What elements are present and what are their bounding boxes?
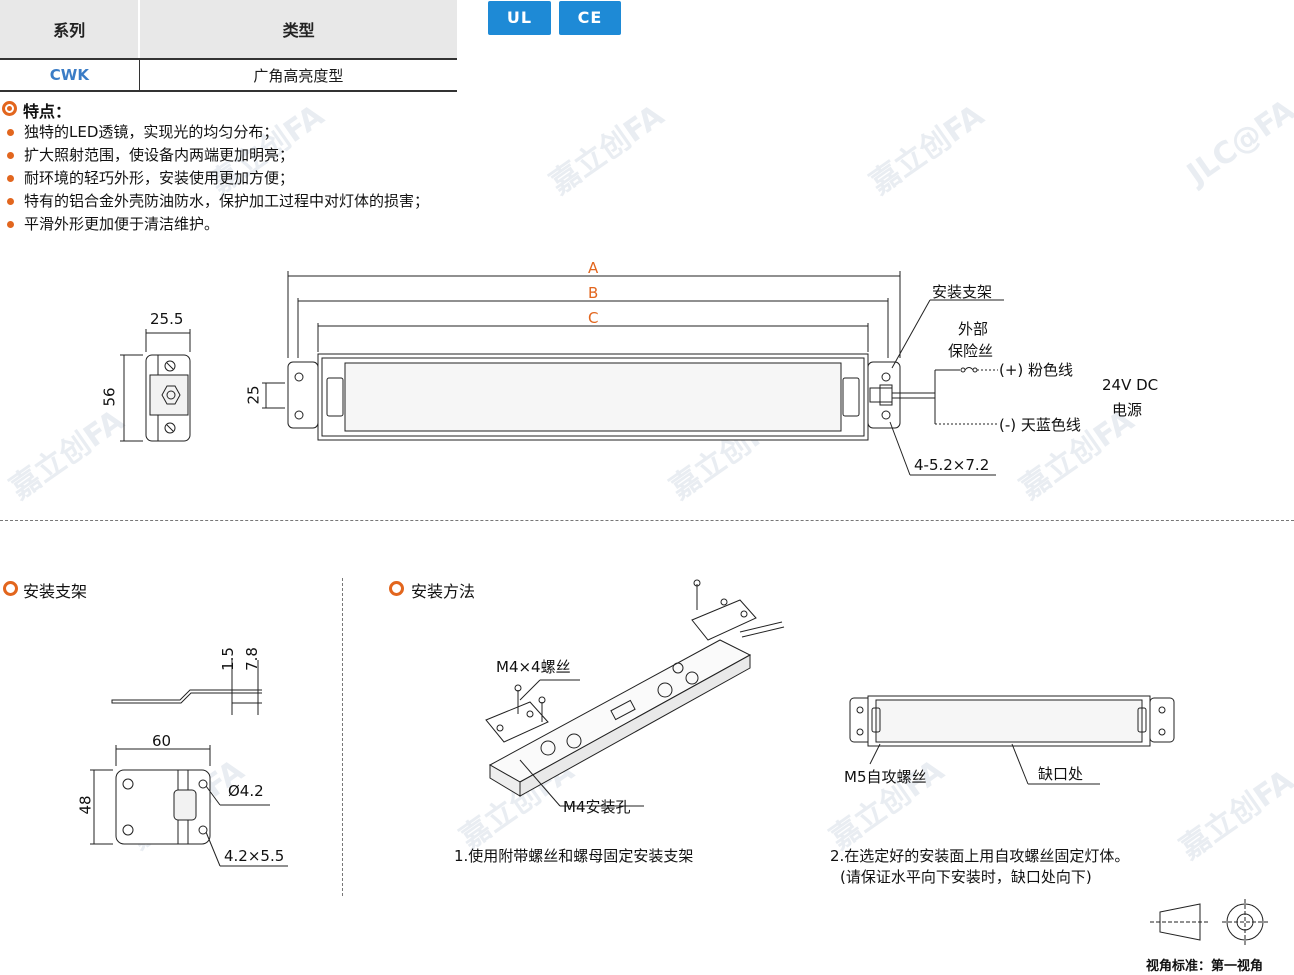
header-series: 系列 [0, 0, 141, 60]
install-step1-view [485, 579, 785, 807]
target-icon [2, 101, 17, 116]
install-title: 安装方法 [411, 582, 476, 601]
features-title: 特点： [23, 102, 72, 121]
spec-table: 系列 类型 CWK 广角高亮度型 [0, 0, 457, 92]
notch-label: 缺口处 [1038, 765, 1084, 783]
projection-label: 视角标准：第一视角 [1146, 959, 1264, 974]
ul-badge: UL [488, 1, 551, 35]
m4-hole-label: M4安装孔 [563, 798, 631, 816]
step2-note-1: 2.在选定好的安装面上用自攻螺丝固定灯体。 [830, 847, 1130, 865]
bracket-width-dim: 60 [152, 732, 172, 750]
m4x4-label: M4×4螺丝 [496, 658, 571, 676]
hole-dia-label: Ø4.2 [228, 782, 264, 800]
dim-b: B [588, 284, 599, 302]
ring-icon [3, 581, 18, 596]
list-item: 独特的LED透镜，实现光的均匀分布； [6, 121, 429, 144]
list-item: 特有的铝合金外壳防油防水，保护加工过程中对灯体的损害； [6, 190, 429, 213]
horizontal-divider [0, 520, 1294, 521]
vertical-divider [342, 578, 343, 896]
bracket-view [90, 660, 288, 867]
positive-wire-label: (+) 粉色线 [999, 361, 1074, 379]
bracket-thick-dim: 1.5 [218, 647, 237, 671]
feature-list: 独特的LED透镜，实现光的均匀分布； 扩大照射范围，使设备内两端更加明亮； 耐环… [6, 121, 429, 236]
type-cell: 广角高亮度型 [139, 59, 457, 92]
bracket-label: 安装支架 [932, 283, 993, 301]
header-type: 类型 [139, 0, 457, 60]
slot-label: 4.2×5.5 [224, 847, 285, 865]
negative-wire-label: (-) 天蓝色线 [999, 416, 1081, 434]
table-row: CWK 广角高亮度型 [0, 59, 457, 92]
side-width-dim: 25.5 [150, 310, 184, 328]
list-item: 扩大照射范围，使设备内两端更加明亮； [6, 144, 429, 167]
front-height-dim: 25 [244, 385, 263, 405]
fuse-label-1: 外部 [958, 320, 989, 338]
bracket-depth-dim: 48 [76, 795, 95, 815]
hole-label: 4-5.2×7.2 [914, 456, 990, 474]
power-label-2: 电源 [1112, 401, 1143, 419]
step2-note-2: (请保证水平向下安装时，缺口处向下) [840, 868, 1092, 886]
series-cell: CWK [0, 59, 140, 92]
power-label-1: 24V DC [1102, 376, 1159, 394]
side-height-dim: 56 [100, 387, 119, 407]
ce-badge: CE [559, 1, 621, 35]
ring-icon [389, 581, 404, 596]
m5-label: M5自攻螺丝 [844, 768, 927, 786]
bracket-height-dim: 7.8 [242, 647, 261, 671]
bracket-title: 安装支架 [23, 582, 88, 601]
front-view [262, 271, 1004, 476]
fuse-label-2: 保险丝 [948, 342, 994, 360]
projection-symbol-icon [1150, 899, 1268, 945]
step1-note: 1.使用附带螺丝和螺母固定安装支架 [454, 847, 694, 865]
dim-a: A [588, 259, 599, 277]
list-item: 平滑外形更加便于清洁维护。 [6, 213, 429, 236]
dim-c: C [588, 309, 599, 327]
install-step2-view [849, 695, 1175, 785]
side-view [120, 329, 191, 442]
list-item: 耐环境的轻巧外形，安装使用更加方便； [6, 167, 429, 190]
